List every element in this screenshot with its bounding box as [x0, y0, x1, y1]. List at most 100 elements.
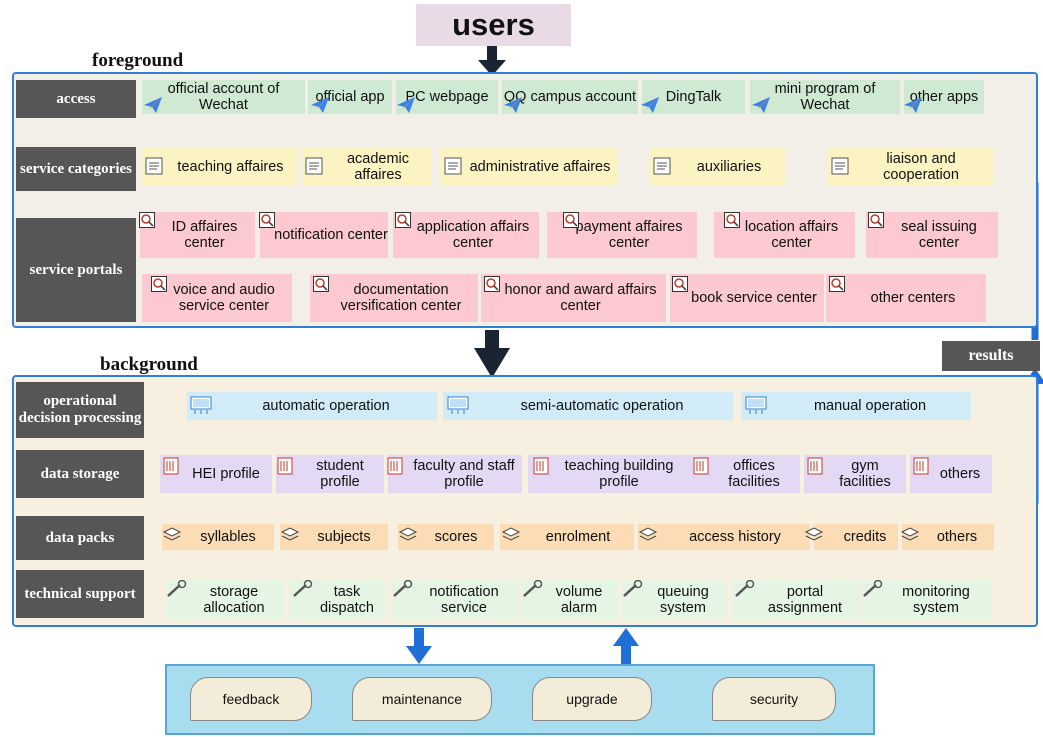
- portal-item-text: notification center: [274, 227, 388, 243]
- access-item-text: official account of Wechat: [167, 81, 280, 113]
- wrench-icon: [863, 580, 883, 597]
- portal-item-text: application affairs center: [416, 219, 530, 251]
- portal-item-text: book service center: [691, 290, 817, 306]
- support-item: storage allocation: [166, 580, 284, 620]
- wrench-icon: [523, 580, 543, 597]
- decision-item-text: manual operation: [813, 398, 927, 414]
- portal-item-text: seal issuing center: [901, 219, 977, 251]
- network-icon: [447, 396, 469, 414]
- pack-item: subjects: [280, 524, 388, 550]
- portal-item: ID affaires center: [140, 212, 255, 258]
- pack-item-text: enrolment: [545, 529, 611, 545]
- support-item-text: notification service: [429, 584, 499, 616]
- support-item: portal assignment: [732, 580, 860, 620]
- send-icon: [504, 97, 522, 113]
- category-item-text: liaison and cooperation: [883, 151, 959, 183]
- access-item: mini program of Wechat: [750, 80, 900, 114]
- support-item: volume alarm: [522, 580, 618, 620]
- category-item: liaison and cooperation: [827, 148, 993, 186]
- support-item-text: volume alarm: [555, 584, 603, 616]
- access-item-text: QQ campus account: [503, 89, 637, 105]
- search-icon: [151, 276, 167, 292]
- decision-item-text: automatic operation: [262, 398, 390, 414]
- layers-icon: [501, 527, 521, 541]
- access-item: DingTalk: [642, 80, 745, 114]
- portal-item-text: honor and award affairs center: [504, 282, 657, 314]
- access-item: official account of Wechat: [142, 80, 305, 114]
- document-icon: [305, 157, 323, 175]
- layers-icon: [804, 527, 824, 541]
- decision-item: semi-automatic operation: [443, 392, 733, 420]
- file-icon: [533, 457, 549, 475]
- category-item-text: auxiliaries: [696, 159, 762, 175]
- pack-item: syllables: [162, 524, 274, 550]
- storage-item-text: others: [939, 466, 981, 482]
- portal-item: book service center: [670, 274, 824, 322]
- file-icon: [163, 457, 179, 475]
- category-item: teaching affaires: [142, 148, 297, 186]
- document-icon: [444, 157, 462, 175]
- pack-item-text: syllables: [200, 529, 256, 545]
- support-item-text: task dispatch: [319, 584, 374, 616]
- access-item-text: other apps: [909, 89, 979, 105]
- foreground-title: foreground: [92, 50, 184, 71]
- support-item-text: portal assignment: [767, 584, 843, 616]
- portal-item: honor and award affairs center: [481, 274, 666, 322]
- access-item: PC webpage: [396, 80, 498, 114]
- pack-item-text: others: [936, 529, 978, 545]
- wrench-icon: [393, 580, 413, 597]
- access-item-text: PC webpage: [405, 89, 489, 105]
- search-icon: [563, 212, 579, 228]
- layers-icon: [280, 527, 300, 541]
- file-icon: [807, 457, 823, 475]
- send-icon: [397, 97, 415, 113]
- document-icon: [653, 157, 671, 175]
- pack-item-text: access history: [689, 529, 781, 545]
- support-item: notification service: [392, 580, 518, 620]
- pack-item: others: [902, 524, 994, 550]
- storage-item-text: faculty and staff profile: [413, 458, 515, 490]
- access-item-text: official app: [315, 89, 385, 105]
- service-categories-label: service categories: [16, 147, 136, 191]
- search-icon: [259, 212, 275, 228]
- search-icon: [829, 276, 845, 292]
- category-item-text: teaching affaires: [177, 159, 284, 175]
- support-item-text: monitoring system: [902, 584, 970, 616]
- portal-item-text: other centers: [870, 290, 956, 306]
- pack-item-text: subjects: [317, 529, 371, 545]
- portal-item: seal issuing center: [866, 212, 998, 258]
- decision-item: automatic operation: [187, 392, 437, 420]
- document-icon: [145, 157, 163, 175]
- pack-item-text: credits: [843, 529, 887, 545]
- decision-item-text: semi-automatic operation: [520, 398, 684, 414]
- service-portals-label: service portals: [16, 218, 136, 322]
- bottom-arrows: [406, 628, 639, 664]
- storage-item-text: teaching building profile: [564, 458, 674, 490]
- decision-item: manual operation: [741, 392, 971, 420]
- storage-item: student profile: [276, 455, 384, 493]
- category-item-text: administrative affaires: [469, 159, 611, 175]
- storage-item: teaching building profile: [528, 455, 690, 493]
- security-node: security: [712, 677, 836, 721]
- storage-item-text: gym facilities: [839, 458, 891, 490]
- file-icon: [913, 457, 929, 475]
- search-icon: [868, 212, 884, 228]
- support-item: monitoring system: [862, 580, 992, 620]
- portal-item: other centers: [826, 274, 986, 322]
- portal-item: voice and audio service center: [142, 274, 292, 322]
- background-title: background: [100, 354, 198, 375]
- access-item-text: mini program of Wechat: [774, 81, 876, 113]
- pack-item-text: scores: [434, 529, 478, 545]
- portal-item: notification center: [260, 212, 388, 258]
- wrench-icon: [623, 580, 643, 597]
- send-icon: [641, 97, 659, 113]
- network-icon: [190, 396, 212, 414]
- pack-item: access history: [638, 524, 810, 550]
- layers-icon: [162, 527, 182, 541]
- data-storage-label: data storage: [16, 450, 144, 498]
- storage-item-text: offices facilities: [728, 458, 780, 490]
- portal-item-text: location affairs center: [744, 219, 839, 251]
- technical-support-label: technical support: [16, 570, 144, 618]
- layers-icon: [638, 527, 658, 541]
- category-item: academic affaires: [302, 148, 432, 186]
